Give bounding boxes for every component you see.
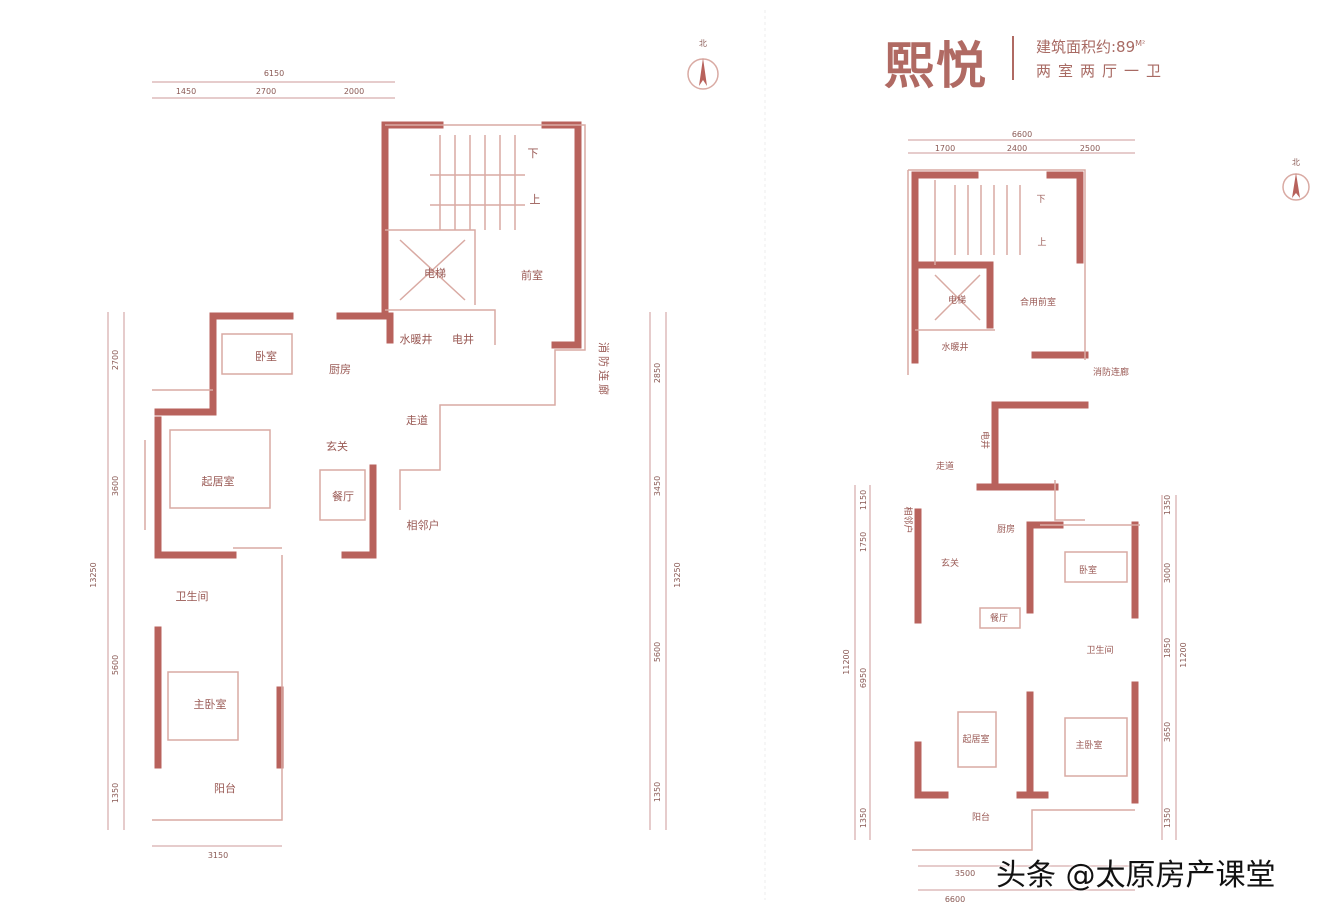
room-label: 13250 bbox=[673, 562, 682, 587]
title-divider bbox=[1012, 36, 1014, 80]
watermark: 头条 @太原房产课堂 bbox=[996, 858, 1276, 893]
room-label: 卧室 bbox=[1079, 564, 1097, 576]
area-text: 建筑面积约:89 bbox=[1036, 38, 1136, 56]
room-label: 1350 bbox=[111, 783, 120, 803]
room-label: 6950 bbox=[859, 668, 868, 688]
room-label: 电井 bbox=[452, 332, 474, 346]
room-label: 相邻户 bbox=[407, 518, 440, 532]
room-label: 1350 bbox=[1163, 808, 1172, 828]
room-label: 1150 bbox=[859, 490, 868, 510]
room-label: 5600 bbox=[653, 642, 662, 662]
left-sofa-icon bbox=[169, 429, 271, 509]
room-label: 1700 bbox=[935, 144, 955, 153]
left-stairs bbox=[439, 135, 516, 230]
left-dims-top: 6150 1450 2700 2000 bbox=[152, 69, 395, 99]
room-label: 3450 bbox=[653, 476, 662, 496]
room-label: 起居室 bbox=[962, 733, 989, 745]
left-dims-left: 13250 2700 3600 5600 1350 bbox=[89, 312, 125, 830]
right-bed-icon bbox=[1064, 717, 1128, 777]
room-label: 厨房 bbox=[997, 523, 1015, 535]
room-label: 相邻户 bbox=[902, 506, 914, 533]
room-label: 卫生间 bbox=[1086, 644, 1113, 656]
room-label: 主卧室 bbox=[194, 697, 227, 711]
room-label: 上 bbox=[530, 193, 541, 206]
room-label: 餐厅 bbox=[332, 489, 354, 503]
room-label: 水暖井 bbox=[400, 332, 433, 346]
project-name: 熙悦 bbox=[884, 36, 988, 95]
room-label: 水暖井 bbox=[941, 341, 968, 353]
left-dim-bottom: 3150 bbox=[208, 851, 228, 860]
right-dims-left: 11200 1150 1750 6950 1350 bbox=[842, 485, 871, 840]
room-label: 2850 bbox=[653, 363, 662, 383]
room-label: 1350 bbox=[859, 808, 868, 828]
room-label: 消防连廊 bbox=[1093, 366, 1129, 378]
room-label: 起居室 bbox=[202, 474, 235, 488]
room-label: 下 bbox=[1036, 195, 1045, 205]
room-label: 1350 bbox=[1163, 495, 1172, 515]
left-bed-small-icon bbox=[221, 333, 293, 375]
room-label: 卫生间 bbox=[176, 589, 209, 603]
room-label: 电井 bbox=[979, 431, 991, 449]
room-label: 走道 bbox=[936, 460, 954, 472]
room-label: 5600 bbox=[111, 655, 120, 675]
right-floor-plan: 6600 1700 2400 2500 11200 1150 1750 6950… bbox=[842, 130, 1188, 904]
room-label: 消防连廊 bbox=[597, 342, 611, 398]
layout-type: 两室两厅一卫 bbox=[1036, 62, 1169, 80]
room-label: 玄关 bbox=[326, 439, 348, 453]
room-label: 电梯 bbox=[948, 294, 966, 306]
room-label: 6600 bbox=[1012, 130, 1032, 139]
room-label: 走道 bbox=[406, 413, 428, 427]
area-unit: M² bbox=[1135, 39, 1146, 48]
room-label: 北 bbox=[1292, 158, 1300, 167]
left-floor-plan: 6150 1450 2700 2000 13250 2700 3600 5600… bbox=[89, 69, 682, 860]
room-label: 6150 bbox=[264, 69, 284, 78]
room-label: 2700 bbox=[111, 350, 120, 370]
left-bed-icon bbox=[167, 671, 239, 741]
room-label: 1450 bbox=[176, 87, 196, 96]
room-label: 3000 bbox=[1163, 563, 1172, 583]
right-dining-table-icon bbox=[979, 607, 1021, 629]
left-dining-table-icon bbox=[319, 469, 366, 521]
room-label: 11200 bbox=[842, 649, 851, 674]
room-label: 1750 bbox=[859, 532, 868, 552]
room-label: 2400 bbox=[1007, 144, 1027, 153]
room-label: 2500 bbox=[1080, 144, 1100, 153]
room-label: 电梯 bbox=[424, 267, 446, 280]
right-dims-right: 1350 3000 1850 3650 1350 11200 bbox=[1161, 495, 1188, 840]
left-dims-right: 2850 3450 5600 1350 13250 bbox=[649, 312, 682, 830]
room-label: 下 bbox=[528, 147, 539, 160]
right-sofa-icon bbox=[957, 711, 997, 768]
room-label: 阳台 bbox=[214, 781, 236, 795]
right-stairs bbox=[954, 185, 1021, 255]
room-label: 主卧室 bbox=[1075, 739, 1102, 751]
room-label: 3650 bbox=[1163, 722, 1172, 742]
room-label: 2700 bbox=[256, 87, 276, 96]
right-bed-small-icon bbox=[1064, 551, 1128, 583]
right-dim-bottom-part: 3500 bbox=[955, 869, 975, 878]
room-label: 阳台 bbox=[972, 811, 990, 823]
room-label: 13250 bbox=[89, 562, 98, 587]
north-arrow-left-icon: 北 bbox=[687, 39, 719, 90]
room-label: 2000 bbox=[344, 87, 364, 96]
room-label: 3600 bbox=[111, 476, 120, 496]
area-label: 建筑面积约:89M² bbox=[1036, 36, 1145, 57]
room-label: 合用前室 bbox=[1020, 296, 1056, 308]
room-label: 1850 bbox=[1163, 638, 1172, 658]
left-elevator-icon bbox=[399, 239, 466, 301]
right-dim-bottom-total: 6600 bbox=[945, 895, 965, 904]
room-label: 北 bbox=[699, 39, 707, 48]
room-label: 玄关 bbox=[941, 557, 959, 569]
right-dims-top: 6600 1700 2400 2500 bbox=[908, 130, 1135, 154]
room-label: 11200 bbox=[1179, 642, 1188, 667]
room-label: 厨房 bbox=[329, 363, 351, 376]
right-elevator-icon bbox=[934, 274, 981, 321]
room-label: 上 bbox=[1037, 237, 1046, 248]
room-label: 前室 bbox=[521, 268, 543, 282]
room-label: 1350 bbox=[653, 782, 662, 802]
room-label: 餐厅 bbox=[990, 612, 1008, 624]
room-label: 卧室 bbox=[255, 349, 277, 363]
north-arrow-right-icon: 北 bbox=[1282, 158, 1310, 201]
